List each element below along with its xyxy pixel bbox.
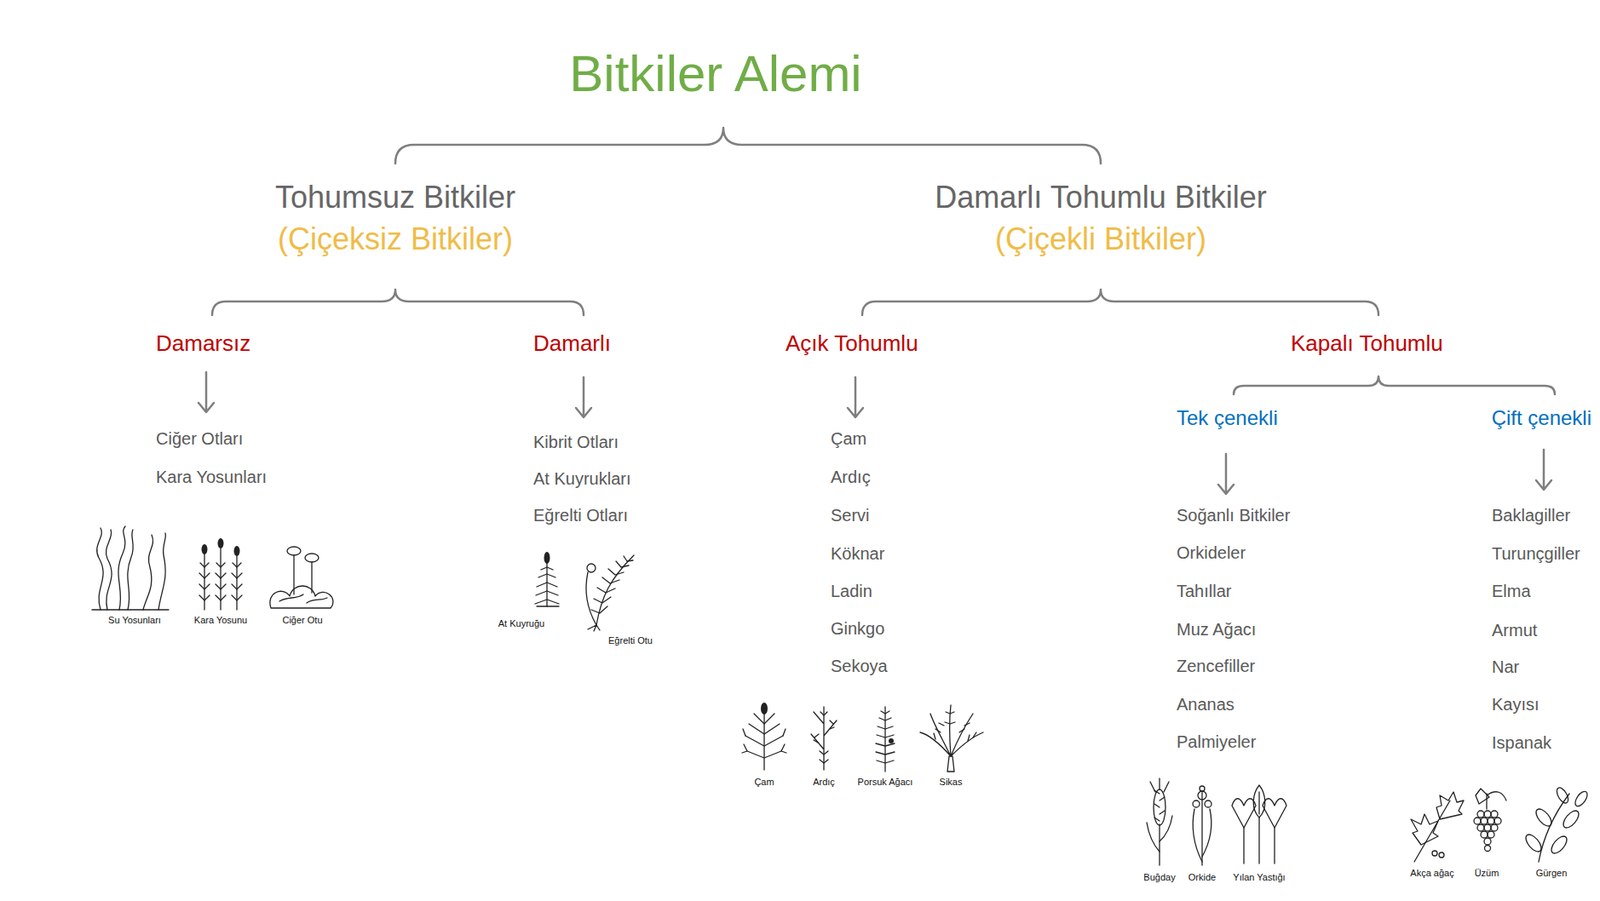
down-arrow bbox=[1218, 454, 1234, 495]
list-item: Soğanlı Bitkiler bbox=[1176, 506, 1290, 526]
pine-drawing bbox=[742, 702, 787, 771]
down-arrow bbox=[847, 377, 864, 418]
list-item: Orkideler bbox=[1176, 543, 1246, 564]
bracket bbox=[862, 289, 1379, 316]
moss-drawing bbox=[199, 538, 242, 611]
figure-caption: Akça ağaç bbox=[1410, 868, 1454, 880]
list-item: Armut bbox=[1491, 621, 1537, 641]
figure-caption: Yılan Yastığı bbox=[1232, 872, 1285, 884]
bracket bbox=[395, 127, 1101, 164]
list-item: Tahıllar bbox=[1176, 581, 1232, 602]
group-heading: Damarlı Tohumlu Bitkiler bbox=[934, 179, 1267, 215]
hornbeam-drawing bbox=[1523, 786, 1590, 863]
list-item: Ladin bbox=[830, 581, 873, 602]
diagram-title: Bitkiler Alemi bbox=[569, 44, 862, 104]
figure-caption: At Kuyruğu bbox=[497, 618, 546, 630]
list-item: Muz Ağacı bbox=[1176, 620, 1256, 640]
figure-caption: Gürgen bbox=[1536, 868, 1568, 880]
figure-caption: Ciğer Otu bbox=[282, 615, 323, 627]
figure-caption: Eğrelti Otu bbox=[608, 635, 653, 647]
figure-caption: Kara Yosunu bbox=[194, 615, 248, 627]
list-item: Ardıç bbox=[830, 467, 871, 488]
figure-caption: Su Yosunları bbox=[108, 615, 162, 627]
group-subheading: (Çiçeksiz Bitkiler) bbox=[277, 221, 513, 257]
list-item: Ispanak bbox=[1491, 733, 1552, 754]
figure-caption: Porsuk Ağacı bbox=[857, 776, 914, 789]
list-item: Servi bbox=[830, 506, 870, 526]
list-item: Nar bbox=[1491, 657, 1520, 678]
figure-caption: Ardıç bbox=[812, 776, 835, 789]
list-item: Çam bbox=[830, 429, 867, 449]
yew-drawing bbox=[875, 707, 895, 772]
figure-caption: Orkide bbox=[1188, 872, 1216, 884]
fern-drawing bbox=[586, 555, 634, 632]
figure-caption: Buğday bbox=[1143, 872, 1175, 884]
group-heading: Tohumsuz Bitkiler bbox=[275, 179, 516, 215]
list-item: At Kuyrukları bbox=[533, 469, 631, 490]
list-item: Köknar bbox=[830, 544, 885, 565]
list-item: Kara Yosunları bbox=[155, 467, 267, 488]
list-item: Ciğer Otları bbox=[155, 429, 243, 449]
bracket bbox=[212, 289, 584, 316]
list-item: Kayısı bbox=[1491, 695, 1540, 715]
grape-drawing bbox=[1473, 788, 1507, 852]
figure-caption: Çam bbox=[753, 776, 774, 789]
figure-caption: Sikas bbox=[939, 776, 963, 789]
juniper-drawing bbox=[811, 707, 837, 771]
list-item: Eğrelti Otları bbox=[533, 506, 628, 526]
group-subheading: (Çiçekli Bitkiler) bbox=[995, 221, 1207, 257]
list-item: Ananas bbox=[1176, 695, 1235, 715]
bracket bbox=[1233, 376, 1555, 395]
category-label: Kapalı Tohumlu bbox=[1290, 331, 1444, 357]
horsetail-drawing bbox=[535, 552, 559, 607]
list-item: Sekoya bbox=[830, 656, 888, 677]
maple-drawing bbox=[1410, 792, 1464, 863]
list-item: Zencefiller bbox=[1176, 656, 1255, 677]
category-label: Damarlı bbox=[533, 331, 611, 357]
list-item: Ginkgo bbox=[830, 619, 885, 639]
down-arrow bbox=[575, 377, 592, 418]
list-item: Palmiyeler bbox=[1176, 732, 1256, 753]
orchid-drawing bbox=[1192, 786, 1212, 866]
list-item: Kibrit Otları bbox=[533, 432, 619, 453]
category-label: Açık Tohumlu bbox=[785, 331, 919, 357]
down-arrow bbox=[198, 372, 214, 413]
list-item: Elma bbox=[1491, 581, 1531, 602]
arum-drawing bbox=[1231, 785, 1287, 864]
category-label: Damarsız bbox=[155, 331, 251, 357]
subgroup-label: Tek çenekli bbox=[1176, 406, 1278, 431]
cycad-drawing bbox=[920, 705, 984, 772]
liverwort-drawing bbox=[270, 546, 334, 609]
down-arrow bbox=[1536, 449, 1552, 490]
list-item: Baklagiller bbox=[1491, 506, 1571, 526]
algae-drawing bbox=[92, 526, 169, 611]
list-item: Turunçgiller bbox=[1491, 544, 1581, 565]
subgroup-label: Çift çenekli bbox=[1491, 406, 1592, 431]
figure-caption: Üzüm bbox=[1474, 868, 1500, 880]
wheat-drawing bbox=[1146, 778, 1173, 866]
